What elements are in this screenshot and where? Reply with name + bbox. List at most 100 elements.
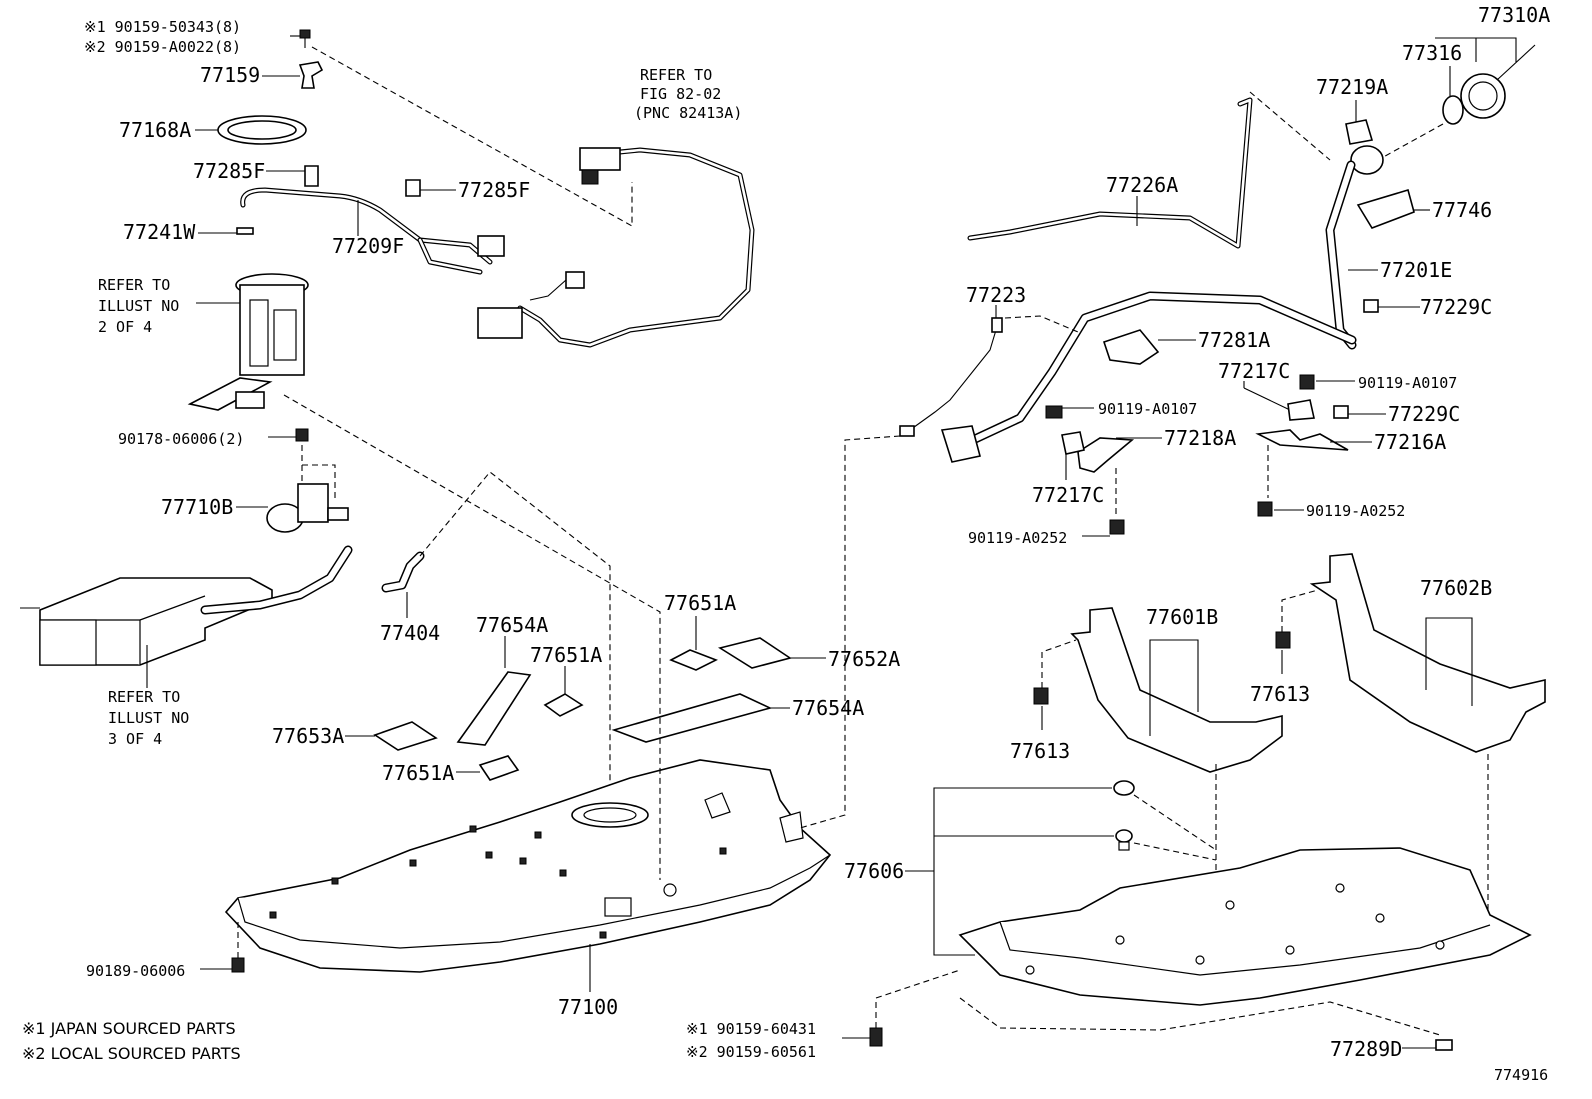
filler-pipe-assembly: [799, 37, 1536, 829]
label-77281A: 77281A: [1198, 328, 1270, 352]
footnote-mark1-a: ※1 90159-50343(8): [84, 18, 241, 36]
band-77601B: [1070, 607, 1283, 773]
bolt-90119-a0252-b: [1257, 501, 1273, 517]
clip-77229C-a: [1363, 299, 1379, 313]
gasket-77168A: [217, 115, 307, 145]
protector-77746: [1356, 188, 1415, 229]
bolt-90159-top: [299, 29, 311, 48]
gasket-77316: [1442, 95, 1464, 125]
ref-illust2-line1: REFER TO: [98, 276, 170, 294]
valve-77710B: [266, 483, 349, 533]
label-77316: 77316: [1402, 41, 1462, 65]
label-77241W: 77241W: [123, 220, 196, 244]
label-77602B: 77602B: [1420, 576, 1492, 600]
breather-tube-77226A: [967, 97, 1253, 249]
band-77602B: [1309, 553, 1546, 753]
clip-77241W: [236, 227, 254, 235]
label-77710B: 77710B: [161, 495, 233, 519]
label-77201E: 77201E: [1380, 258, 1452, 282]
label-77217C-a: 77217C: [1218, 359, 1290, 383]
fuel-pump-assembly: [187, 273, 309, 411]
bolt-90119-a0252-a: [1109, 519, 1125, 535]
nut-90178: [295, 428, 309, 442]
labels: ※1 90159-50343(8) ※2 90159-A0022(8) 7715…: [22, 3, 1550, 1084]
bolt-90159-bottom: [869, 1027, 883, 1047]
ref-illust3-line3: 3 OF 4: [108, 730, 162, 748]
label-77746: 77746: [1432, 198, 1492, 222]
clip-77229C-b: [1333, 405, 1349, 419]
grommet-77606-b: [1115, 829, 1133, 851]
under-protector-77606: [958, 847, 1532, 1006]
label-77218A: 77218A: [1164, 426, 1236, 450]
label-77654A-b: 77654A: [792, 696, 864, 720]
fuel-tank-77100: [224, 759, 832, 973]
upper-left-assembly: [187, 29, 755, 411]
label-90119-a0107-a: 90119-A0107: [1098, 400, 1197, 418]
figure-number: 774916: [1494, 1066, 1548, 1084]
label-77223: 77223: [966, 283, 1026, 307]
label-77651A-b: 77651A: [664, 591, 736, 615]
ref-illust2-line3: 2 OF 4: [98, 318, 152, 336]
label-77601B: 77601B: [1146, 605, 1218, 629]
clamp-77217C-b: [1061, 431, 1085, 455]
bracket-77219A: [1345, 119, 1374, 145]
bracket-77218A: [1077, 437, 1135, 473]
label-77654A-a: 77654A: [476, 613, 548, 637]
label-77100: 77100: [558, 995, 618, 1019]
label-77653A: 77653A: [272, 724, 344, 748]
label-77219A: 77219A: [1316, 75, 1388, 99]
clip-77285F-b: [405, 179, 421, 197]
label-77229C-b: 77229C: [1388, 402, 1460, 426]
protector-77281A: [1102, 329, 1160, 365]
label-90119-a0252-a: 90119-A0252: [968, 529, 1067, 547]
label-77651A-a: 77651A: [530, 643, 602, 667]
bracket-77216A: [1255, 429, 1349, 451]
label-77159: 77159: [200, 63, 260, 87]
ref-fig-line1: REFER TO: [640, 66, 712, 84]
label-77217C-b: 77217C: [1032, 483, 1104, 507]
label-77168A: 77168A: [119, 118, 191, 142]
ref-illust2-line2: ILLUST NO: [98, 297, 179, 315]
label-77652A: 77652A: [828, 647, 900, 671]
wire-harness: [477, 147, 755, 348]
label-77285F-a: 77285F: [193, 159, 265, 183]
filler-inlet: [1325, 145, 1384, 350]
label-90119-a0252-b: 90119-A0252: [1306, 502, 1405, 520]
clip-77285F-a: [304, 165, 319, 187]
nut-90189: [231, 957, 245, 973]
legend-japan: ※1 JAPAN SOURCED PARTS: [22, 1019, 236, 1038]
label-77209F: 77209F: [332, 234, 404, 258]
ref-fig-line2: FIG 82-02: [640, 85, 721, 103]
grommet-77606-a: [1113, 780, 1135, 796]
protector-pads: [345, 616, 826, 781]
label-77606: 77606: [844, 859, 904, 883]
label-77404: 77404: [380, 621, 440, 645]
canister-area: [20, 428, 611, 822]
fuel-tube-77209F: [240, 187, 505, 275]
label-77285F-b: 77285F: [458, 178, 530, 202]
label-77613-a: 77613: [1010, 739, 1070, 763]
clamp-77217C-a: [1287, 399, 1315, 421]
bolt-77613-b: [1275, 631, 1291, 649]
clip-77289D: [1435, 1039, 1453, 1051]
label-77651A-c: 77651A: [382, 761, 454, 785]
bolt-90119-a0107-a: [1045, 405, 1063, 419]
label-77229C-a: 77229C: [1420, 295, 1492, 319]
bolt-90119-a0107-b: [1299, 374, 1315, 390]
label-77310A: 77310A: [1478, 3, 1550, 27]
label-77613-b: 77613: [1250, 682, 1310, 706]
ref-illust3-line1: REFER TO: [108, 688, 180, 706]
bolt-77613-a: [1033, 687, 1049, 705]
label-90178: 90178-06006(2): [118, 430, 244, 448]
fuel-cap-77310A: [1460, 44, 1536, 119]
sender-wire-77223: [899, 317, 1003, 437]
filler-pipe-77201E: [940, 291, 1357, 463]
charcoal-canister: [20, 545, 353, 666]
retainer-77159: [298, 61, 324, 89]
footnote-mark2-b: ※2 90159-60561: [686, 1043, 816, 1061]
tank-bands: [1033, 553, 1546, 990]
label-90119-a0107-b: 90119-A0107: [1358, 374, 1457, 392]
hose-77404: [381, 551, 425, 593]
footnote-mark2-a: ※2 90159-A0022(8): [84, 38, 241, 56]
